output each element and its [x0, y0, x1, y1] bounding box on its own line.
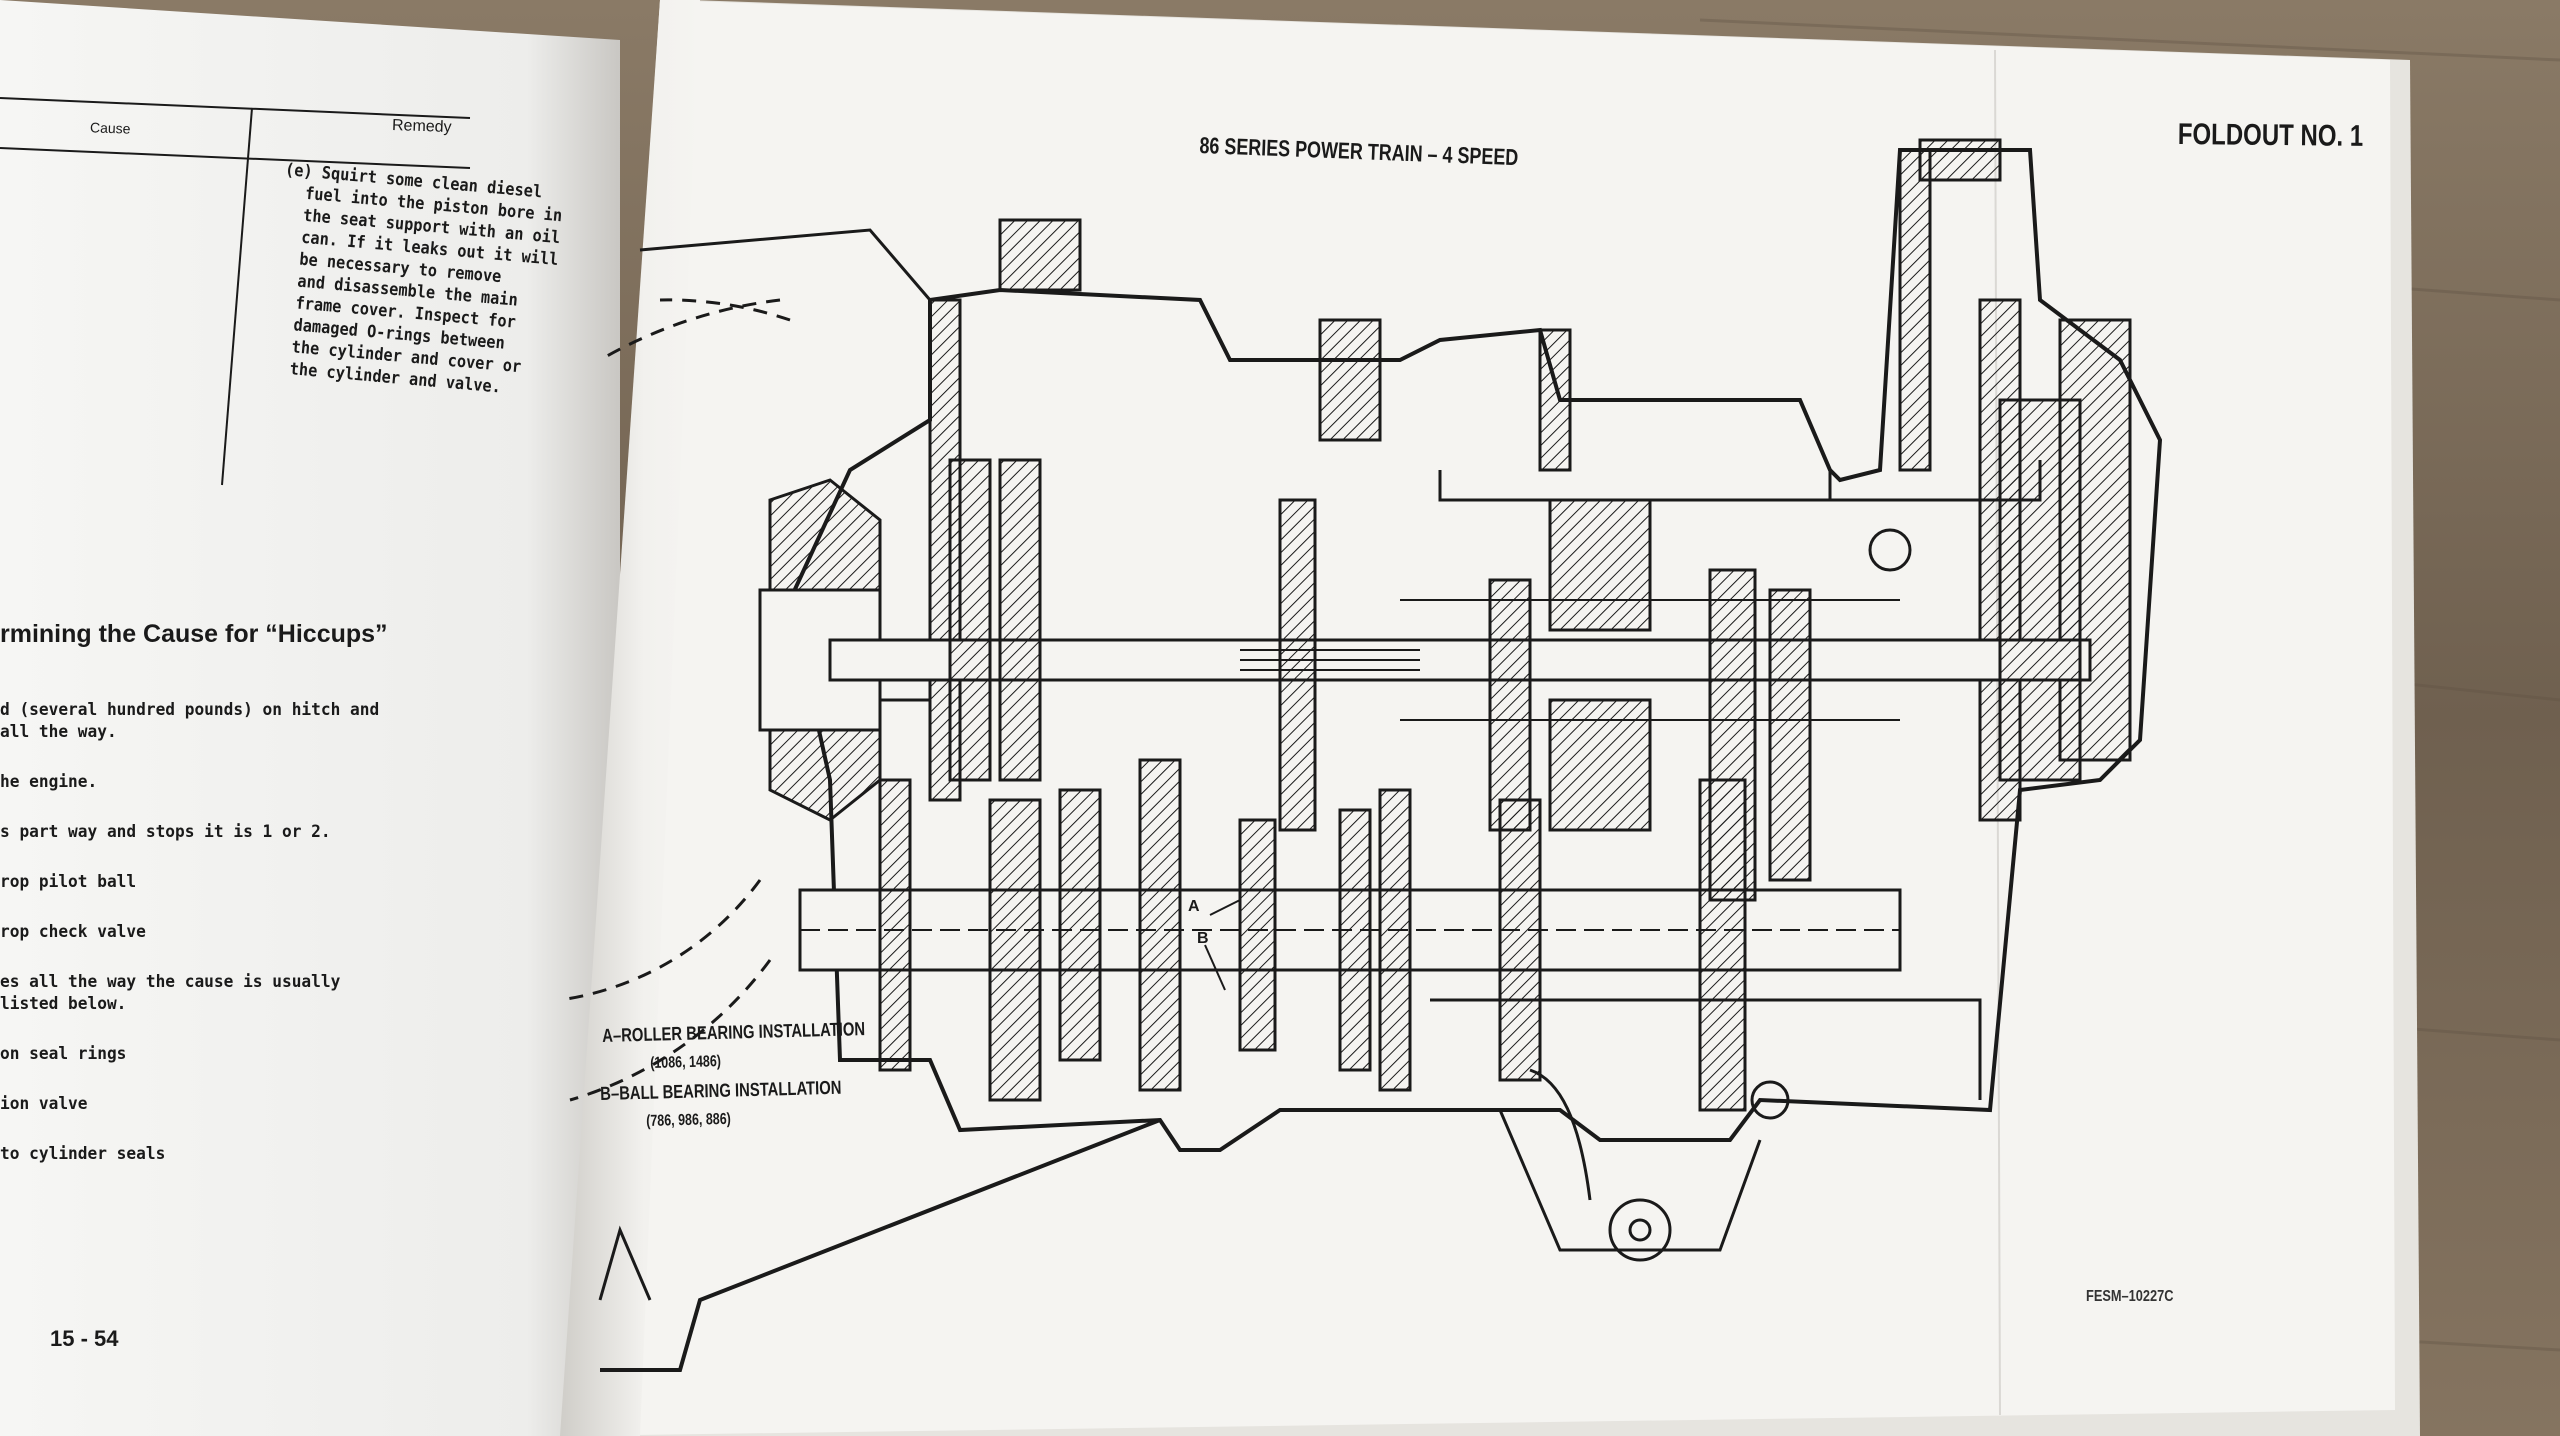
- body-line: s part way and stops it is 1 or 2.: [0, 822, 331, 842]
- remedy-table-lines: [0, 97, 471, 486]
- callout-b: B: [1197, 930, 1209, 947]
- body-line: on seal rings: [0, 1044, 127, 1064]
- body-line: all the way.: [0, 722, 117, 742]
- section-heading: rmining the Cause for “Hiccups”: [0, 620, 388, 648]
- lower-gears: [878, 758, 1747, 1112]
- body-line: d (several hundred pounds) on hitch and: [0, 700, 380, 720]
- figure-code: FESM–10227C: [2086, 1288, 2174, 1305]
- left-page: [0, 0, 620, 1436]
- body-line: ion valve: [0, 1094, 88, 1114]
- body-line: rop check valve: [0, 922, 146, 942]
- upper-gears: [948, 458, 1812, 902]
- body-line: es all the way the cause is usually: [0, 972, 341, 992]
- page-number: 15 - 54: [50, 1326, 119, 1351]
- callout-a-leader: [1209, 899, 1241, 916]
- callout-a: A: [1188, 898, 1200, 915]
- body-line: listed below.: [0, 994, 127, 1014]
- body-line: rop pilot ball: [0, 872, 137, 892]
- left-page-content: Cause Remedy (e) Squirt some clean diese…: [0, 0, 620, 1436]
- callout-b-leader: [1204, 944, 1226, 991]
- body-line: to cylinder seals: [0, 1144, 166, 1164]
- flywheel-outline: [659, 298, 791, 322]
- legend-ball-bearing-models: (786, 986, 886): [646, 1110, 732, 1130]
- foldout-label: FOLDOUT NO. 1: [2177, 118, 2364, 153]
- body-line: he engine.: [0, 772, 98, 792]
- legend-roller-bearing-models: (1086, 1486): [650, 1053, 722, 1072]
